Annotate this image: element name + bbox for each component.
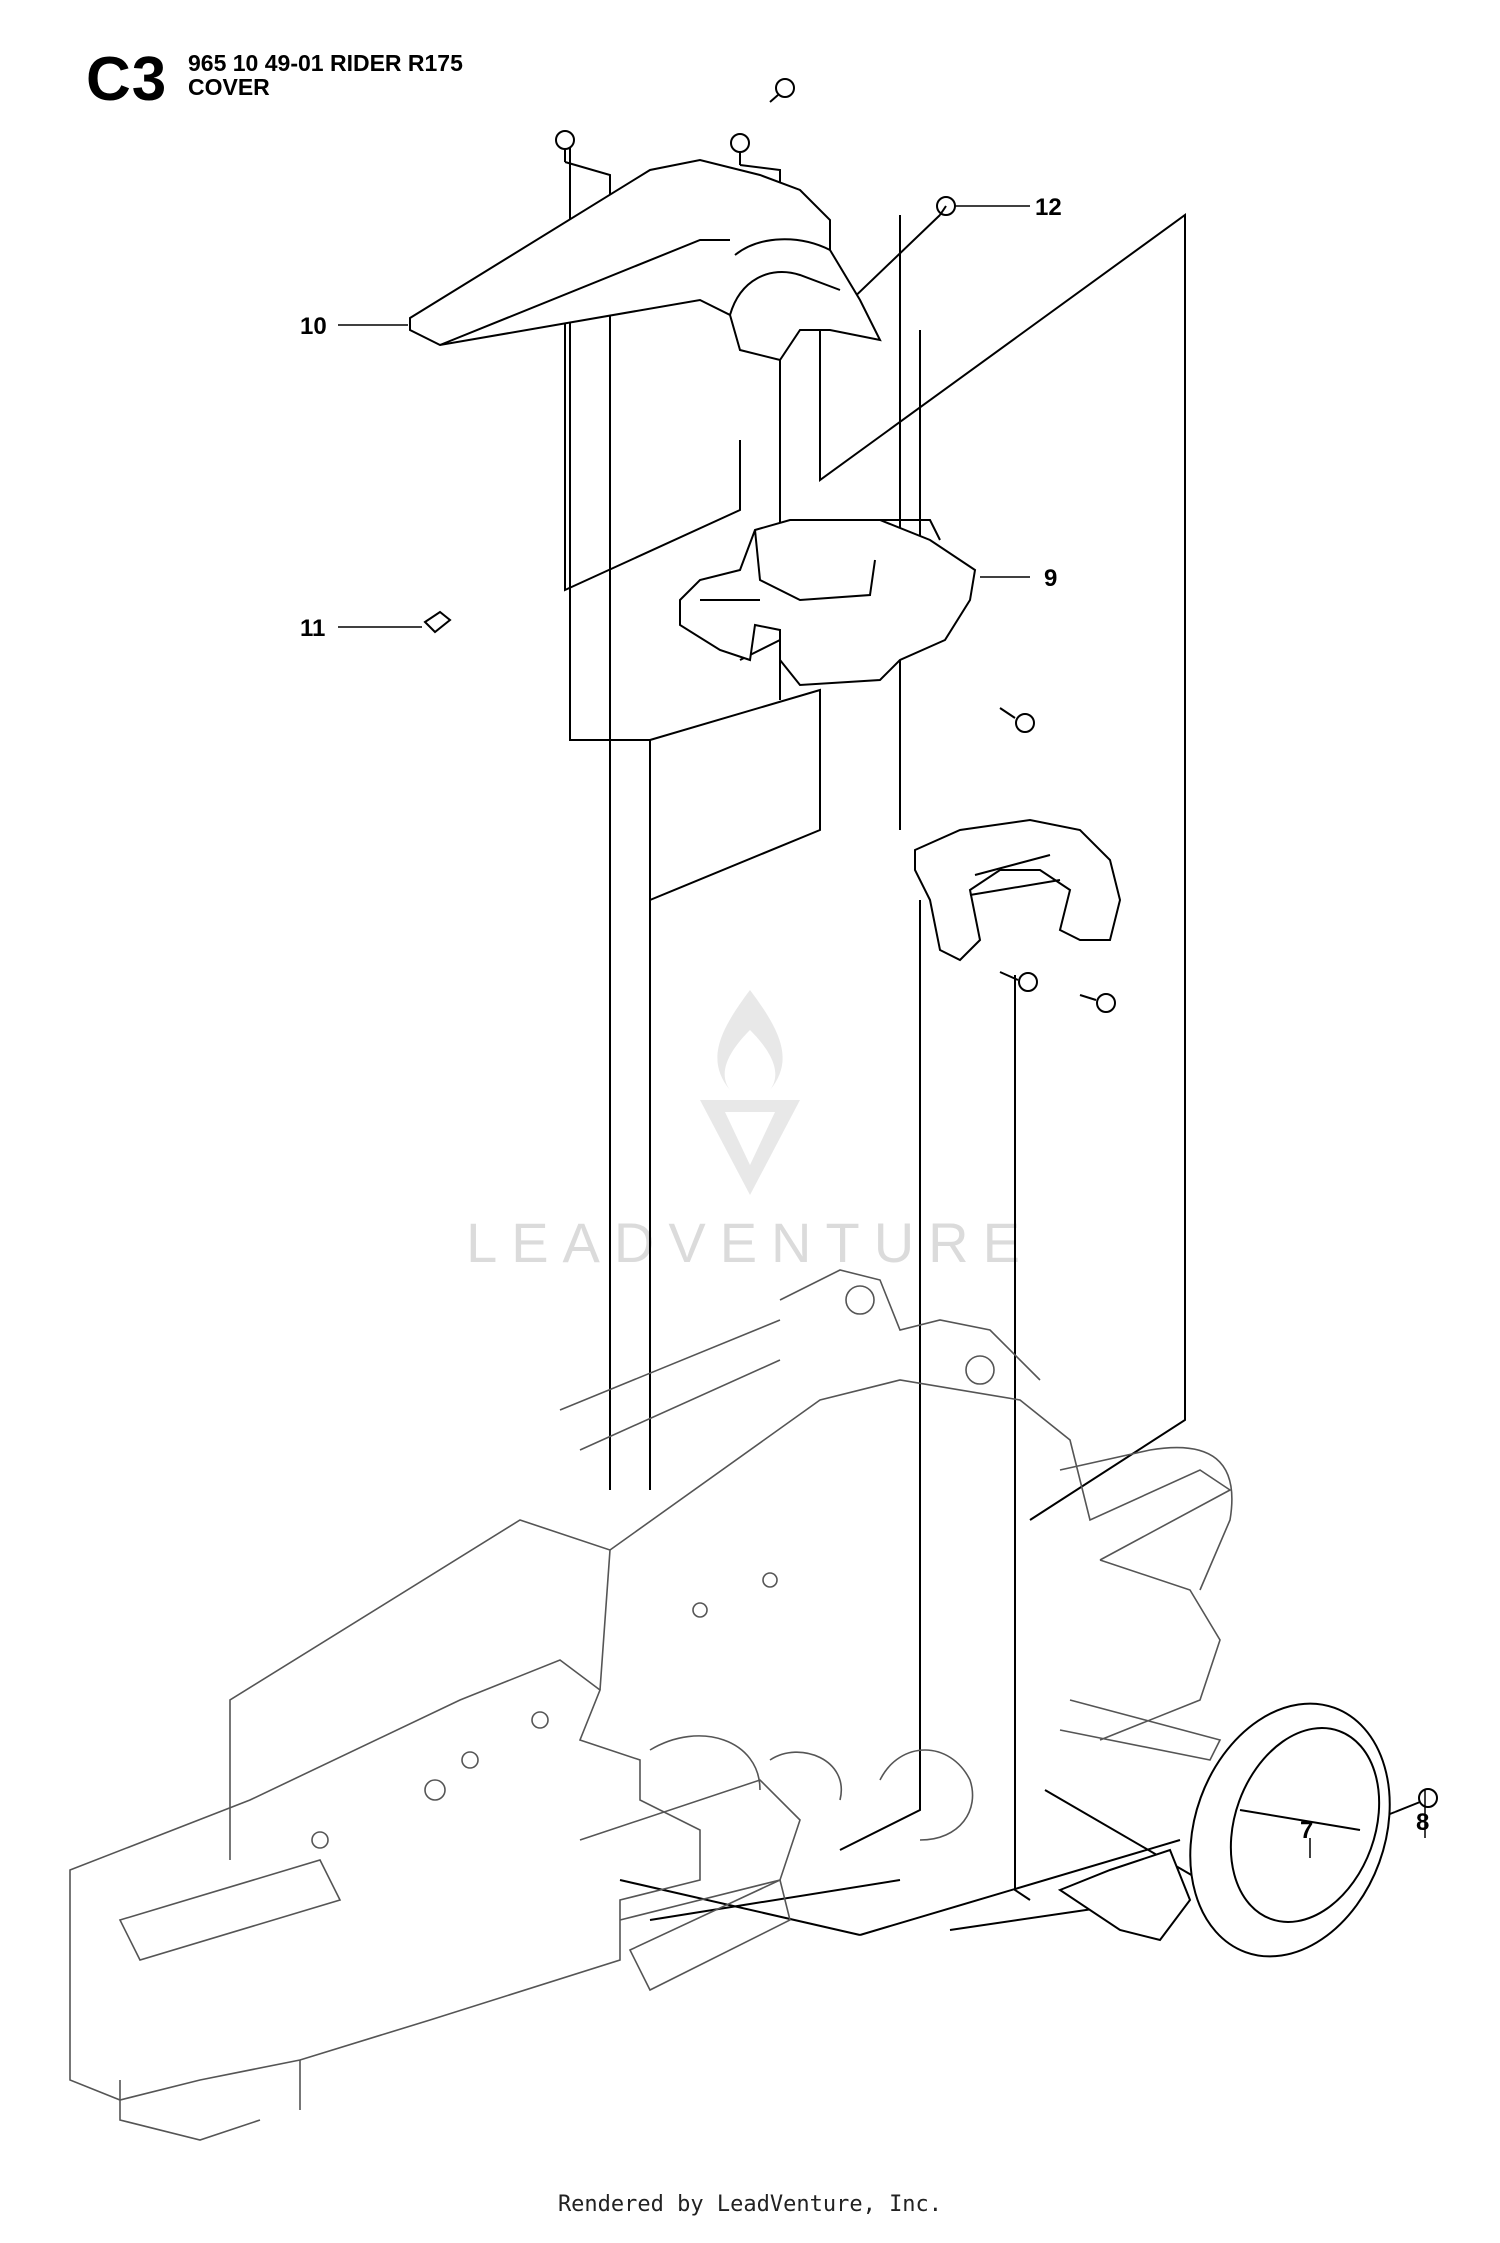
screw-icon <box>730 133 750 165</box>
callout-11: 11 <box>300 615 325 642</box>
screw-icon <box>555 130 575 162</box>
clip-icon <box>423 610 452 634</box>
render-credit: Rendered by LeadVenture, Inc. <box>557 2192 943 2217</box>
section-code: C3 <box>86 45 168 114</box>
part-10-upper-cover <box>409 158 882 362</box>
part-9-middle-cover <box>679 519 977 687</box>
screw-icon <box>999 707 1035 733</box>
watermark-text: LEADVENTURE <box>466 1211 1034 1274</box>
diagram-subtitle: COVER <box>188 74 270 100</box>
leadventure-watermark: LEADVENTURE <box>466 990 1034 1274</box>
model-title: 965 10 49-01 RIDER R175 <box>188 50 463 76</box>
screw-icon <box>999 971 1038 992</box>
alignment-lines <box>564 148 1396 1936</box>
lower-shield-part <box>914 818 1122 962</box>
chassis-frame <box>69 1269 1233 2141</box>
part-7-round-cover <box>1057 1702 1391 1958</box>
screw-icon <box>1079 993 1116 1013</box>
callout-8: 8 <box>1416 1809 1429 1836</box>
callout-leaders <box>338 205 1426 1858</box>
callout-10: 10 <box>300 313 327 340</box>
fasteners <box>423 78 1438 1813</box>
callout-12: 12 <box>1035 194 1062 221</box>
callout-9: 9 <box>1044 565 1057 592</box>
callout-7: 7 <box>1300 1817 1313 1844</box>
screw-icon <box>936 196 956 216</box>
screw-icon <box>769 78 795 103</box>
screw-icon <box>1394 1788 1438 1813</box>
